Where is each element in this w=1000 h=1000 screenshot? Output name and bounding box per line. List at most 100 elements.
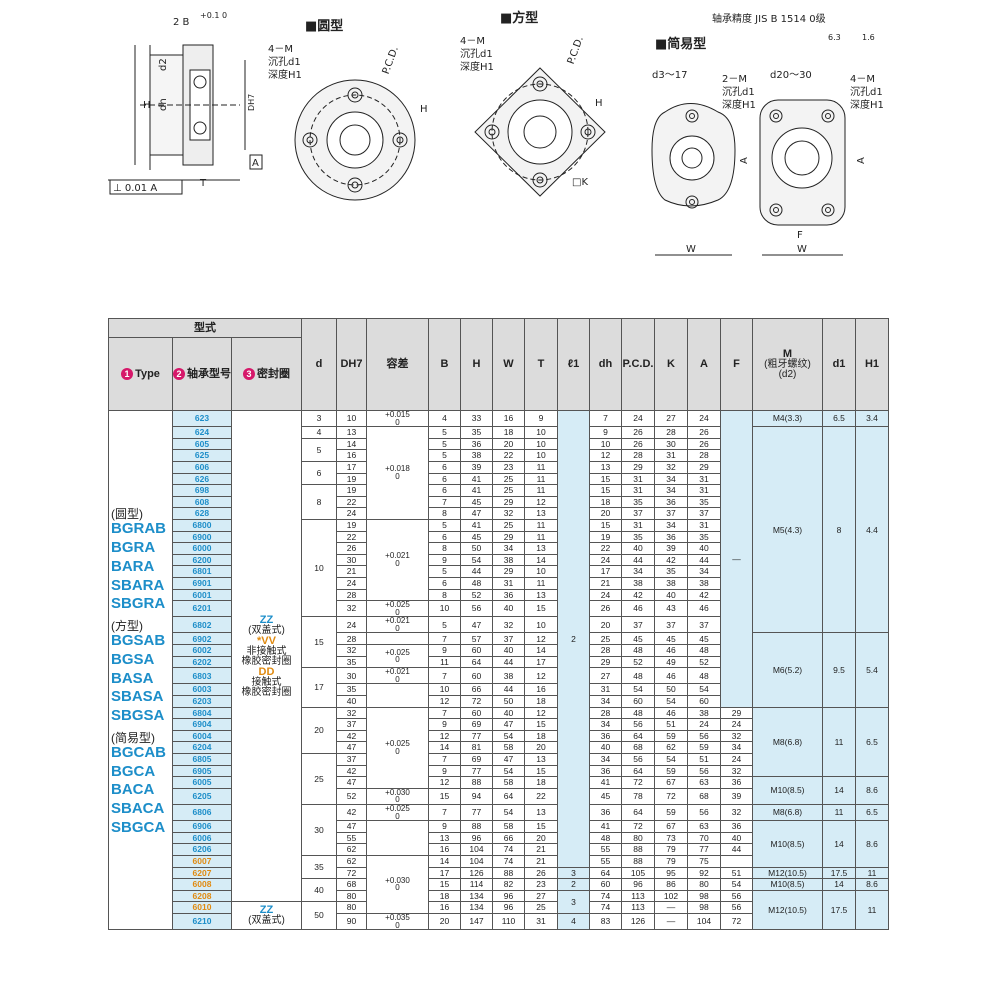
tol-part-0: +0.021 — [385, 551, 410, 561]
th-pcd: P.C.D. — [621, 318, 655, 411]
cell-dh: 29 — [589, 655, 622, 669]
seal-cell-2: ZZ(双盖式) — [231, 901, 302, 931]
cell-k: 43 — [654, 600, 688, 618]
cell-w: 58 — [492, 741, 525, 754]
cell-pcd: 88 — [621, 843, 655, 856]
type-group-label: (简易型) — [111, 730, 155, 745]
cell-h: 77 — [460, 729, 493, 743]
cell-dh7: 32 — [336, 706, 367, 720]
cell-h1: 6.5 — [855, 706, 889, 778]
cell-dh: 28 — [589, 644, 622, 657]
cell-b: 6 — [428, 576, 461, 590]
cell-f: 34 — [720, 741, 753, 754]
cell-a: 26 — [687, 426, 721, 439]
cell-f: 72 — [720, 912, 753, 931]
cell-k: 28 — [654, 426, 688, 439]
cell-pcd: 48 — [621, 644, 655, 657]
cell-w: 20 — [492, 437, 525, 451]
cell-dh: 15 — [589, 484, 622, 497]
cell-d1: 17.5 — [822, 889, 856, 931]
tol-part-1: 0 — [395, 920, 400, 930]
cell-b: 5 — [428, 449, 461, 462]
cell-h: 35 — [460, 426, 493, 439]
cell-b: 15 — [428, 787, 461, 805]
cell-a: 98 — [687, 889, 721, 903]
th-h1: H1 — [855, 318, 889, 411]
simple-label-sink: 沉孔d1 — [722, 85, 755, 98]
cell-b: 11 — [428, 655, 461, 669]
cell-l1: 3 — [557, 866, 590, 880]
cell-d: 17 — [301, 667, 337, 708]
cell-pcd: 31 — [621, 518, 655, 532]
cell-k: 49 — [654, 655, 688, 669]
cell-h: 126 — [460, 866, 493, 880]
cell-pcd: 80 — [621, 831, 655, 845]
type-code-simple-2: BACA — [111, 781, 155, 799]
cell-f: 44 — [720, 843, 753, 856]
cell-h: 96 — [460, 831, 493, 845]
type-code-simple-4: SBGCA — [111, 818, 166, 836]
label-b: 2 B — [173, 17, 190, 28]
cell-l1: 3 — [557, 889, 590, 914]
cell-k: 39 — [654, 542, 688, 555]
cell-f: 32 — [720, 803, 753, 822]
cell-dh7: 21 — [336, 565, 367, 578]
cell-tol — [366, 632, 429, 646]
cell-h1: 8.6 — [855, 878, 889, 891]
cell-w: 38 — [492, 667, 525, 685]
tol-part-0: +0.035 — [385, 913, 410, 922]
cell-dh7: 47 — [336, 820, 367, 833]
simple-label-depth: 深度H1 — [722, 98, 756, 111]
cell-w: 40 — [492, 644, 525, 657]
tol-part-1: 0 — [395, 607, 400, 617]
cell-b: 9 — [428, 718, 461, 731]
cell-dh7: 13 — [336, 426, 367, 439]
cell-b: 6 — [428, 530, 461, 544]
cell-d: 40 — [301, 878, 337, 903]
cell-a: 28 — [687, 449, 721, 462]
square-flange-view — [474, 67, 606, 197]
type-group-label: (方型) — [111, 619, 143, 634]
cell-pcd: 113 — [621, 889, 655, 903]
cell-a: 80 — [687, 878, 721, 891]
cell-b: 18 — [428, 889, 461, 903]
type-code-square-3: SBASA — [111, 688, 164, 706]
bearing-no: 6905 — [172, 764, 232, 778]
seal-zz-note: (双盖式) — [248, 624, 285, 636]
cell-k: 40 — [654, 588, 688, 602]
cell-pcd: 31 — [621, 484, 655, 497]
th-f: F — [720, 318, 753, 411]
cell-dh7: 62 — [336, 854, 367, 868]
cell-a: 48 — [687, 667, 721, 685]
cell-k: 36 — [654, 530, 688, 544]
square-label-4m: 4－M — [460, 36, 485, 47]
cell-k: 67 — [654, 776, 688, 789]
cell-dh7: 35 — [336, 683, 367, 697]
seal-zz2-note: (双盖式) — [248, 915, 285, 927]
cell-m: M10(8.5) — [752, 820, 823, 868]
cell-pcd: 38 — [621, 576, 655, 590]
cell-pcd: 56 — [621, 718, 655, 731]
cell-d1: 11 — [822, 803, 856, 822]
tol-part-1: 0 — [395, 811, 400, 821]
cell-pcd: 26 — [621, 437, 655, 451]
seal-vv: *VV — [257, 634, 276, 647]
cell-a: 37 — [687, 616, 721, 634]
cell-t: 26 — [524, 866, 558, 880]
cell-k: 46 — [654, 706, 688, 720]
cell-dh7: 42 — [336, 803, 367, 822]
cell-f: — — [720, 410, 753, 708]
cell-a: 31 — [687, 518, 721, 532]
bearing-no: 6801 — [172, 565, 232, 578]
cell-h: 57 — [460, 632, 493, 646]
